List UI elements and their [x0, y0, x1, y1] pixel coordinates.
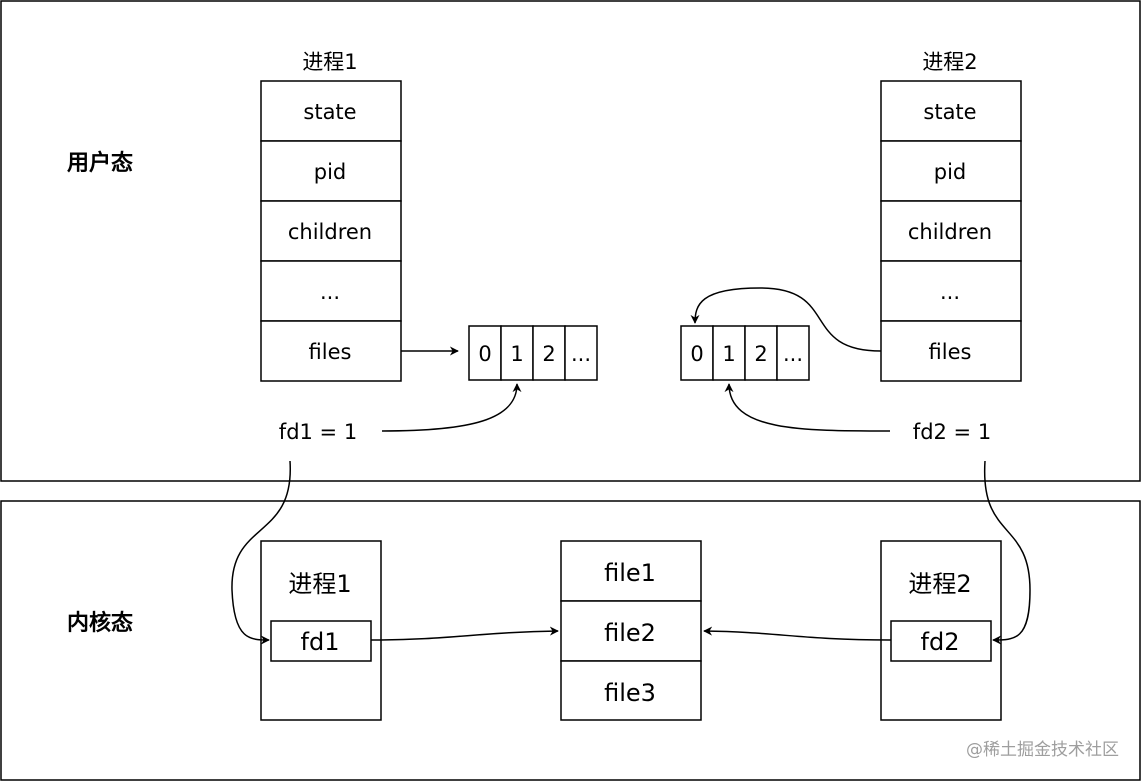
process2-field-label: files	[929, 340, 972, 364]
file-entry-label: file1	[604, 559, 656, 587]
fd-slot	[500, 325, 534, 381]
watermark: @稀土掘金技术社区	[966, 740, 1119, 760]
fd-slot	[776, 325, 810, 381]
fd1-to-file2-arrow	[370, 626, 559, 641]
kernel-process2: 进程2 fd2	[880, 540, 1002, 721]
process2-field-children	[880, 200, 1022, 262]
files-to-fdtable-arrow-2	[690, 287, 882, 352]
process1-struct: state pid children ... files	[260, 80, 402, 382]
process2-field-label: state	[923, 100, 976, 124]
fd-slot	[680, 325, 714, 381]
fd2-to-file2-arrow	[703, 626, 892, 641]
fd-slot	[532, 325, 566, 381]
fd-slot	[744, 325, 778, 381]
file-entry-label: file3	[604, 679, 656, 707]
process2-fd-table: 0 1 2 ...	[680, 325, 810, 381]
process1-field-label: children	[288, 220, 372, 244]
fd-slot-label: 2	[542, 342, 555, 366]
file-entry	[560, 540, 702, 602]
kernel-process1-title: 进程1	[288, 570, 351, 598]
kernel-fd2-label: fd2	[921, 628, 960, 656]
process1-field-label: ...	[320, 280, 340, 304]
fd2-to-slot-arrow	[724, 383, 891, 432]
process1-fd-table: 0 1 2 ...	[468, 325, 598, 381]
kernel-file-table: file1 file2 file3	[560, 540, 702, 721]
kernel-process2-title: 进程2	[908, 570, 971, 598]
process2-field-label: pid	[934, 160, 967, 184]
kernel-fd1-label: fd1	[301, 628, 340, 656]
process2-title: 进程2	[922, 50, 977, 74]
process2-field-label: children	[908, 220, 992, 244]
process1-field-state	[260, 80, 402, 142]
fd-slot-label: ...	[783, 342, 803, 366]
process1-field-files	[260, 320, 402, 382]
process2-field-label: ...	[940, 280, 960, 304]
fd1-to-slot-arrow	[381, 383, 522, 432]
process1-field-label: state	[303, 100, 356, 124]
fd2-user-to-kernel-arrow	[983, 460, 1031, 645]
fd-slot-label: 1	[722, 342, 735, 366]
process1-title: 进程1	[302, 50, 357, 74]
process2-field-state	[880, 80, 1022, 142]
fd1-assignment-label: fd1 = 1	[279, 420, 357, 444]
user-space-label: 用户态	[67, 150, 133, 176]
fd-slot-label: 1	[510, 342, 523, 366]
file-entry-label: file2	[604, 619, 656, 647]
fd-slot-label: 2	[754, 342, 767, 366]
kernel-process1: 进程1 fd1	[260, 540, 382, 721]
process1-field-label: pid	[314, 160, 347, 184]
process2-struct: state pid children ... files	[880, 80, 1022, 382]
file-entry	[560, 660, 702, 721]
kernel-space-label: 内核态	[67, 610, 133, 636]
kernel-fd2-box	[890, 620, 992, 662]
kernel-fd1-box	[270, 620, 372, 662]
fd-slot	[564, 325, 598, 381]
fd-slot-label: 0	[478, 342, 491, 366]
fd-slot-label: ...	[571, 342, 591, 366]
process1-field-ellipsis	[260, 260, 402, 322]
process1-field-label: files	[309, 340, 352, 364]
fd1-user-to-kernel-arrow	[231, 460, 291, 645]
fd-slot	[468, 325, 502, 381]
fd2-assignment-label: fd2 = 1	[913, 420, 991, 444]
process1-field-pid	[260, 140, 402, 202]
file-entry	[560, 600, 702, 662]
fd-slot-label: 0	[690, 342, 703, 366]
